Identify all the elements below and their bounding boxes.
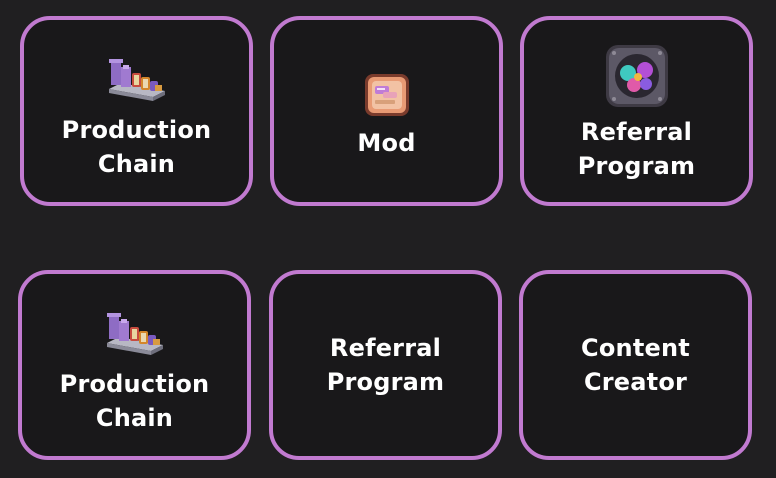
card-label: Content Creator [581,334,690,396]
card-content-creator[interactable]: Content Creator [519,270,752,460]
production-chain-icon [108,59,165,101]
card-label: Referral Program [326,334,445,396]
card-production-chain[interactable]: Production Chain [18,270,251,460]
card-label: Production Chain [61,116,212,178]
production-chain-icon [106,313,163,355]
referral-program-icon [605,45,668,107]
card-mod[interactable]: Mod [270,16,503,206]
mod-icon [364,74,409,116]
card-referral-program[interactable]: Referral Program [269,270,502,460]
card-label: Production Chain [59,370,210,432]
card-production-chain[interactable]: Production Chain [20,16,253,206]
card-label: Referral Program [577,118,696,180]
card-label: Mod [357,129,416,157]
card-referral-program[interactable]: Referral Program [520,16,753,206]
